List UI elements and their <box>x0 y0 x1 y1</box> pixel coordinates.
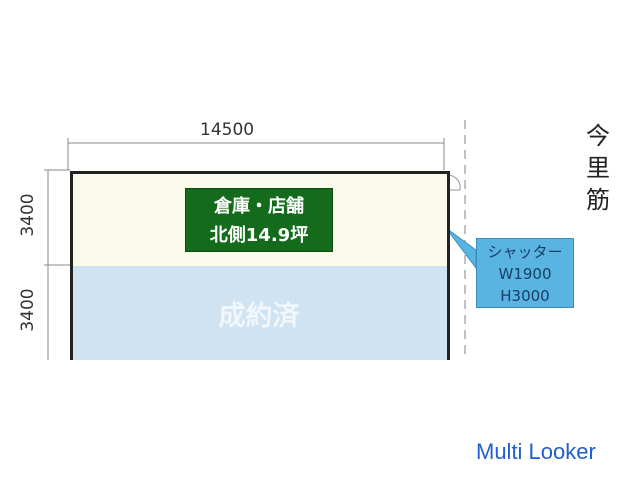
north-depth-dimension: 3400 <box>18 193 38 237</box>
shutter-title: シャッター <box>487 243 563 261</box>
shutter-callout: シャッター W1900 H3000 <box>476 238 574 308</box>
south-room-status: 成約済 <box>218 301 300 332</box>
shutter-height: H3000 <box>500 287 550 305</box>
north-room-label: 倉庫・店舗 北側14.9坪 <box>185 188 333 252</box>
street-char: 筋 <box>586 186 610 214</box>
shutter-width: W1900 <box>498 265 552 283</box>
street-char: 今 <box>586 122 610 150</box>
south-depth-dimension: 3400 <box>18 288 38 332</box>
watermark: Multi Looker <box>476 439 596 464</box>
width-dimension: 14500 <box>200 120 255 140</box>
street-name: 今 里 筋 <box>583 120 613 216</box>
south-room <box>70 266 450 360</box>
north-room-area: 北側14.9坪 <box>209 225 309 246</box>
street-char: 里 <box>586 154 610 182</box>
north-room-title: 倉庫・店舗 <box>214 196 304 217</box>
